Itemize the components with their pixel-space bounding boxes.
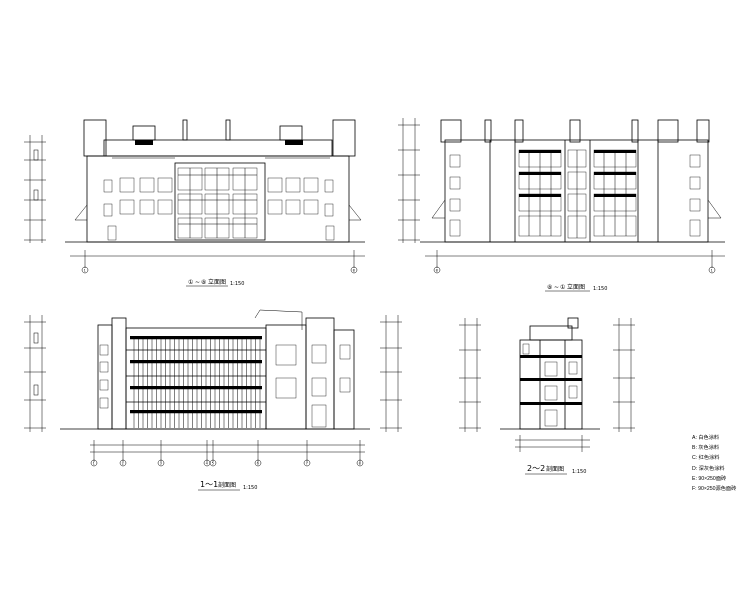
rear-scale: 1:150: [593, 286, 607, 292]
axis-label: 1: [93, 461, 95, 465]
legend-item-c: C: 红色涂料: [692, 455, 720, 462]
legend-item-e: E: 90×250面砖: [692, 475, 727, 482]
front-title-sym-a: ①: [188, 279, 193, 286]
axis-label: 8: [359, 461, 361, 465]
level-column-right: [613, 318, 635, 432]
level-column-left: [24, 315, 46, 432]
rear-title-sym-a: ⑧: [547, 284, 552, 291]
legend-item-d: D: 深灰色涂料: [692, 465, 725, 472]
section-2-2: 2～2 剖面图 1:150: [459, 317, 635, 475]
section-2-scale: 1:150: [572, 469, 586, 475]
legend-item-f: F: 90×250源色面砖: [692, 486, 737, 493]
level-column-left: [24, 135, 46, 243]
section-2-title-text: 剖面图: [546, 465, 564, 473]
rear-elevation: 8 1 ⑧ ~ ① 立面图 1:150: [398, 118, 725, 292]
rear-title-sep: ~: [554, 284, 559, 291]
section-1-scale: 1:150: [243, 485, 257, 491]
axis-label-8: 8: [353, 268, 355, 272]
axis-label-1: 1: [711, 268, 713, 272]
axis-label: 3: [160, 461, 162, 465]
section-1-title-text: 剖面图: [218, 481, 236, 489]
section-1-title: 1～1: [200, 480, 218, 489]
front-title-text: 立面图: [208, 278, 226, 286]
material-legend: A: 白色涂料 B: 灰色涂料 C: 红色涂料 D: 深灰色涂料 E: 90×2…: [692, 433, 748, 494]
front-title-sep: ~: [195, 279, 200, 286]
axis-label: 2: [122, 461, 124, 465]
axis-label-1: 1: [84, 268, 86, 272]
axis-label: 4: [206, 461, 209, 465]
front-elevation: 1 8 ① ~ ⑧ 立面图 1:150: [24, 119, 365, 287]
rear-title-text: 立面图: [567, 283, 585, 291]
rear-title-sym-b: ①: [560, 284, 565, 291]
legend-item-a: A: 白色涂料: [692, 435, 720, 441]
front-title-sym-b: ⑧: [201, 279, 206, 286]
front-scale: 1:150: [230, 281, 244, 287]
section-2-title: 2～2: [527, 464, 545, 473]
section-1-1: 1 2 3 4 5 6 7 8 1～1 剖面图 1:150: [24, 309, 402, 491]
level-column-left: [398, 118, 420, 243]
level-column-right: [380, 315, 402, 432]
axis-label-8: 8: [436, 268, 438, 272]
axis-label: 7: [306, 461, 308, 465]
axis-label: 5: [212, 461, 214, 465]
axis-label: 6: [257, 461, 259, 465]
level-column-left: [459, 318, 481, 432]
legend-item-b: B: 灰色涂料: [692, 445, 720, 452]
